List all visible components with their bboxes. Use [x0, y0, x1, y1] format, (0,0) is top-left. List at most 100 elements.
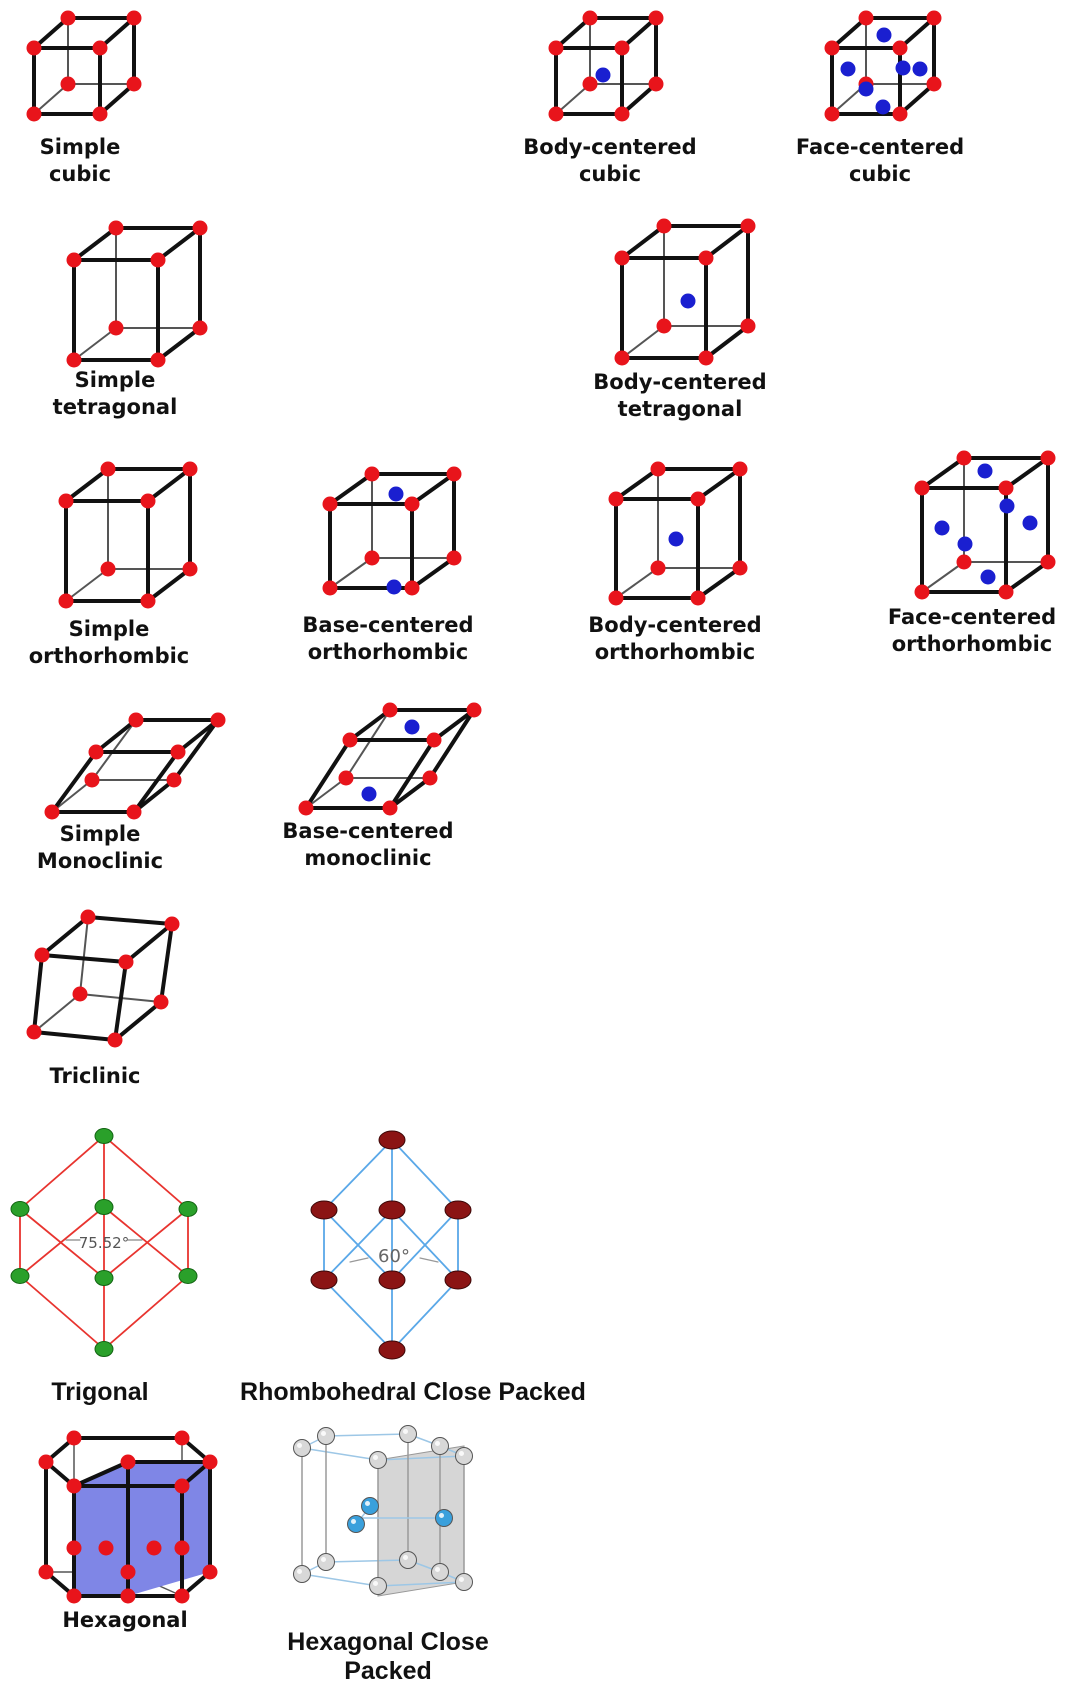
hidden-edge [621, 325, 665, 359]
angle-arc [349, 1257, 369, 1263]
edge-line [86, 915, 174, 926]
corner-atom [66, 1540, 82, 1556]
face-centered-cubic-cell [824, 10, 942, 122]
corner-atom [202, 1454, 218, 1470]
corner-atom [140, 593, 156, 609]
trigonal-diagram: 75.52° [10, 1128, 198, 1357]
corner-atom [614, 40, 630, 56]
corner-atom [98, 1540, 114, 1556]
corner-atom [88, 744, 104, 760]
edge-line [40, 915, 90, 957]
edge-line [410, 556, 456, 590]
label-triclinic: Triclinic [49, 1064, 141, 1088]
corner-atom [44, 804, 60, 820]
edge-line [428, 708, 476, 780]
lattice-atom [317, 1427, 335, 1445]
corner-atom [164, 916, 180, 932]
base-centered-orthorhombic-cell [322, 466, 462, 596]
edge-line [72, 226, 118, 262]
edge-line [614, 467, 660, 501]
corner-atom [174, 1478, 190, 1494]
lattice-atom [293, 1565, 311, 1583]
edge-line [1004, 560, 1050, 594]
highlight [373, 1455, 378, 1460]
triclinic-cell [26, 909, 180, 1048]
corner-atom [66, 1478, 82, 1494]
corner-atom [698, 350, 714, 366]
edge-line [1004, 456, 1050, 490]
corner-atom [608, 590, 624, 606]
edge-line [620, 16, 658, 50]
corner-atom [426, 732, 442, 748]
edge-line [156, 226, 202, 262]
corner-atom [170, 744, 186, 760]
lattice-atom [178, 1201, 198, 1217]
corner-atom [72, 986, 88, 1002]
highlight [439, 1513, 444, 1518]
center-atom [840, 61, 856, 77]
edge-line [388, 738, 436, 810]
hidden-edge [33, 83, 69, 115]
face-centered-orthorhombic-cell [914, 450, 1056, 600]
corner-atom [120, 1564, 136, 1580]
corner-atom [382, 702, 398, 718]
edge-line [432, 708, 476, 742]
highlight [435, 1441, 440, 1446]
corner-atom [342, 732, 358, 748]
angle-label-trigonal: 75.52° [79, 1234, 129, 1252]
angle-label-rhombo: 60° [378, 1246, 410, 1267]
edge-line [40, 953, 128, 964]
corner-atom [698, 250, 714, 266]
lattice-line [323, 1279, 393, 1351]
center-atom [1022, 515, 1038, 531]
edge-line [113, 1000, 163, 1042]
corner-atom [100, 561, 116, 577]
lattice-atom [94, 1341, 114, 1357]
center-atom [977, 463, 993, 479]
corner-atom [740, 218, 756, 234]
lattice-atom [317, 1553, 335, 1571]
corner-atom [26, 40, 42, 56]
lattice-atom [431, 1437, 449, 1455]
corner-atom [34, 947, 50, 963]
lattice-atom [378, 1130, 406, 1150]
corner-atom [582, 10, 598, 26]
corner-atom [58, 493, 74, 509]
corner-atom [66, 1430, 82, 1446]
highlight [403, 1429, 408, 1434]
corner-atom [153, 994, 169, 1010]
corner-atom [614, 350, 630, 366]
hidden-edge [921, 561, 965, 593]
edge-line [410, 472, 456, 506]
corner-atom [66, 252, 82, 268]
lattice-atom [94, 1270, 114, 1286]
lattice-atom [444, 1270, 472, 1290]
corner-atom [740, 318, 756, 334]
angle-arc [419, 1257, 439, 1263]
corner-atom [38, 1454, 54, 1470]
corner-atom [656, 218, 672, 234]
lattice-line [391, 1279, 459, 1351]
lattice-line [103, 1208, 189, 1279]
lattice-atom [293, 1439, 311, 1457]
hidden-edge [329, 557, 373, 589]
lattice-line [391, 1209, 459, 1281]
lattice-line [377, 1455, 465, 1461]
corner-atom [166, 772, 182, 788]
corner-atom [732, 461, 748, 477]
edge-line [898, 16, 936, 50]
corner-atom [120, 1588, 136, 1604]
corner-atom [926, 10, 942, 26]
lattice-line [325, 1559, 409, 1563]
corner-atom [26, 106, 42, 122]
corner-atom [107, 1032, 123, 1048]
interior-atom [361, 1497, 379, 1515]
edge-line [72, 1460, 130, 1488]
lattice-atom [369, 1577, 387, 1595]
lattice-line [325, 1433, 409, 1437]
corner-atom [1040, 450, 1056, 466]
